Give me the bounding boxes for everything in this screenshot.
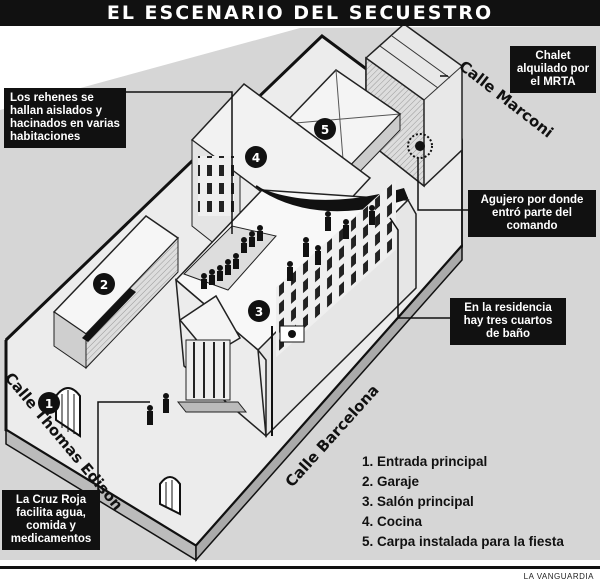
legend-item: 4. Cocina — [362, 514, 423, 529]
callout-rehenes: Los rehenes se hallan aislados y hacinad… — [4, 88, 126, 148]
commando-figures — [287, 205, 375, 281]
marker-5: 5 — [314, 118, 336, 140]
marker-4-label: 4 — [252, 151, 260, 165]
legend-item: 1. Entrada principal — [362, 454, 488, 469]
marker-3: 3 — [248, 300, 270, 322]
legend: 1. Entrada principal 2. Garaje 3. Salón … — [362, 452, 598, 552]
red-cross-figures — [147, 393, 169, 425]
marker-3-label: 3 — [255, 305, 263, 319]
callout-cruz-roja: La Cruz Roja facilita agua, comida y med… — [2, 490, 100, 550]
legend-item: 3. Salón principal — [362, 494, 474, 509]
callout-banos: En la residencia hay tres cuartos de bañ… — [450, 298, 566, 345]
marker-2-label: 2 — [100, 278, 108, 292]
page-title: EL ESCENARIO DEL SECUESTRO — [0, 0, 600, 26]
gate-left — [55, 387, 81, 438]
callout-agujero: Agujero por donde entró parte del comand… — [468, 190, 596, 237]
bottom-rule — [0, 566, 600, 569]
marker-5-label: 5 — [321, 123, 329, 137]
hostage-group-1 — [201, 225, 263, 289]
credit: LA VANGUARDIA — [523, 572, 594, 581]
hole-marker — [407, 133, 433, 159]
callout-chalet: Chalet alquilado por el MRTA — [510, 46, 596, 93]
legend-item: 5. Carpa instalada para la fiesta — [362, 534, 564, 549]
garage — [52, 215, 180, 370]
leader-lines — [97, 75, 468, 492]
marker-1-label: 1 — [45, 397, 53, 411]
marker-2: 2 — [93, 273, 115, 295]
flag — [271, 325, 305, 436]
legend-item: 2. Garaje — [362, 474, 420, 489]
marker-1: 1 — [38, 392, 60, 414]
marker-4: 4 — [245, 146, 267, 168]
gate-right — [159, 476, 181, 516]
